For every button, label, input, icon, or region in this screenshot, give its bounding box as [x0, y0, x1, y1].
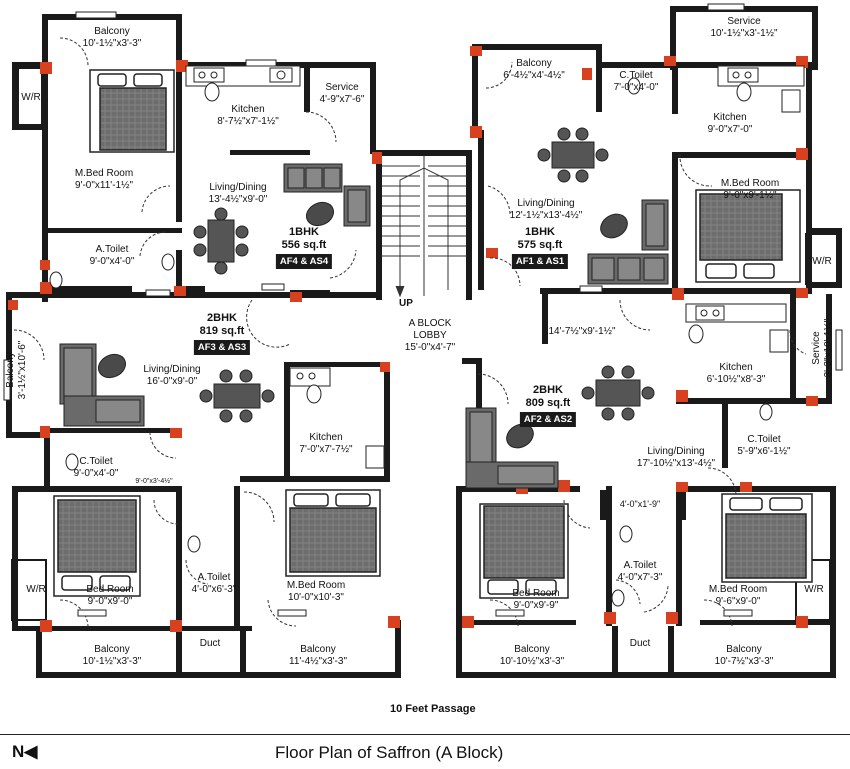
room-label-tl-wr: W/R — [21, 92, 41, 103]
north-arrow-icon: ◀ — [24, 742, 38, 761]
north-arrow: N◀ — [12, 742, 37, 762]
stair-up-label: UP — [399, 298, 413, 309]
room-label-br-duct: Duct — [629, 638, 651, 649]
room-label-ml-small-dim: 9'-0"x3'-4½" — [135, 478, 173, 485]
room-label-bl-duct: Duct — [199, 638, 221, 649]
coffee-tables — [97, 201, 628, 449]
room-label-bl-wr: W/R — [26, 584, 46, 595]
dining-tables — [193, 127, 655, 423]
room-label-mr-lobby-dim: 14'-7½"x9'-1½" — [548, 326, 616, 337]
staircase — [382, 156, 466, 298]
plan-title: Floor Plan of Saffron (A Block) — [275, 743, 504, 762]
beds — [53, 69, 813, 599]
room-label-br-passage-dim: 4'-0"x1'-9" — [619, 499, 661, 509]
room-label-tr-wr: W/R — [812, 256, 832, 267]
fixtures — [49, 65, 805, 607]
north-label: N — [12, 742, 25, 761]
windows — [3, 3, 843, 617]
door-swings — [13, 37, 807, 627]
passage-label: 10 Feet Passage — [390, 703, 476, 715]
footer-bar: N◀ Floor Plan of Saffron (A Block) — [0, 734, 850, 769]
room-label-br-wr: W/R — [804, 584, 824, 595]
sofas — [59, 163, 669, 489]
columns — [8, 46, 818, 632]
